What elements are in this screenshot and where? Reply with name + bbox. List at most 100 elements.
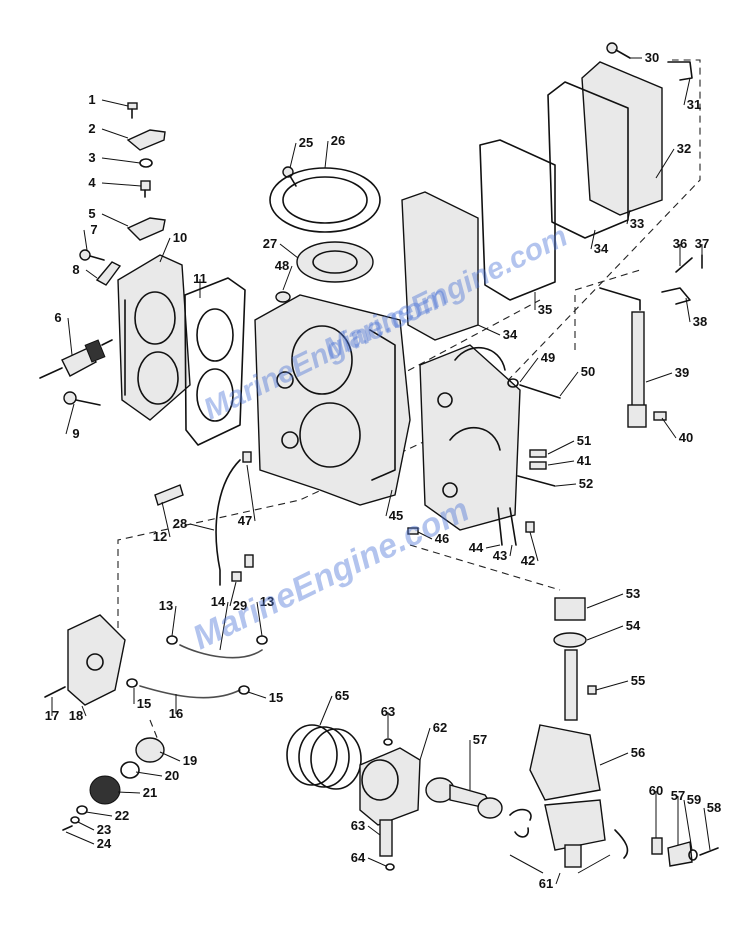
bracket-31: [667, 61, 693, 81]
part-callout-54: 54: [626, 618, 641, 633]
leader-line: [529, 531, 539, 562]
part-callout-53: 53: [626, 586, 640, 601]
hose-16: [139, 685, 241, 699]
leader-line: [67, 317, 73, 356]
dowel-42: [525, 521, 535, 533]
leader-line: [555, 872, 561, 885]
washer-22: [76, 805, 88, 815]
piston-rings-65: [286, 724, 362, 790]
screw-36: [675, 257, 693, 273]
cover-33: [581, 61, 663, 216]
leader-line: [367, 857, 387, 867]
leader-line: [83, 229, 88, 251]
part-callout-5: 5: [88, 206, 95, 221]
clamp-13-right: [256, 635, 268, 645]
screw-24: [62, 825, 73, 831]
leader-line: [279, 243, 299, 259]
leader-line: [485, 544, 501, 549]
key-43: [509, 507, 517, 546]
leader-line: [555, 483, 577, 487]
retainer-63-lower: [385, 863, 395, 871]
washer-59: [688, 849, 698, 861]
part-callout-35: 35: [538, 302, 552, 317]
part-callout-47: 47: [238, 513, 252, 528]
leader-line: [595, 680, 629, 691]
part-callout-23: 23: [97, 822, 111, 837]
part-callout-29: 29: [233, 598, 247, 613]
part-callout-45: 45: [389, 508, 403, 523]
leader-line: [159, 751, 181, 762]
part-callout-60: 60: [649, 783, 663, 798]
bolt-9: [63, 391, 101, 406]
part-callout-26: 26: [331, 133, 345, 148]
crankshaft-56: [529, 649, 606, 868]
leader-line: [65, 831, 95, 845]
leader-line: [101, 128, 129, 139]
leader-line: [683, 799, 693, 851]
part-callout-30: 30: [645, 50, 659, 65]
part-callout-40: 40: [679, 430, 693, 445]
washer-23: [70, 816, 80, 824]
part-callout-56: 56: [631, 745, 645, 760]
hose-28: [215, 459, 241, 586]
leader-line: [289, 142, 297, 169]
part-callout-21: 21: [143, 785, 157, 800]
bolt-52: [517, 475, 556, 487]
leader-line: [101, 99, 129, 107]
gasket-35: [479, 139, 556, 301]
part-callout-20: 20: [165, 768, 179, 783]
gasket-26: [269, 167, 381, 233]
leader-line: [101, 157, 141, 164]
part-callout-33: 33: [630, 216, 644, 231]
part-callout-10: 10: [173, 230, 187, 245]
key-44: [497, 507, 503, 546]
leader-line: [586, 593, 624, 609]
gasket-5: [126, 217, 166, 241]
part-callout-32: 32: [677, 141, 691, 156]
leader-line: [85, 269, 98, 279]
part-callout-3: 3: [88, 150, 95, 165]
plug-48: [275, 291, 291, 303]
part-callout-31: 31: [687, 97, 701, 112]
leader-line: [547, 440, 575, 455]
part-callout-25: 25: [299, 135, 313, 150]
leader-line: [645, 372, 673, 383]
hose-14: [179, 644, 263, 659]
leader-line: [161, 501, 171, 538]
pin-41: [529, 461, 547, 470]
leader-line: [685, 297, 691, 323]
diaphragm-19: [135, 737, 165, 763]
part-callout-65: 65: [335, 688, 349, 703]
part-callout-57: 57: [671, 788, 685, 803]
part-callout-7: 7: [90, 222, 97, 237]
part-callout-12: 12: [153, 529, 167, 544]
leader-line: [367, 825, 381, 836]
leader-line: [65, 403, 75, 435]
clip-8: [95, 261, 122, 286]
leader-line: [319, 695, 333, 726]
washer-3: [139, 158, 153, 168]
part-callout-38: 38: [693, 314, 707, 329]
part-callout-6: 6: [54, 310, 61, 325]
part-callout-39: 39: [675, 365, 689, 380]
part-callout-8: 8: [72, 262, 79, 277]
part-callout-44: 44: [469, 540, 484, 555]
cylinder-block: [254, 294, 411, 506]
part-callout-64: 64: [351, 850, 366, 865]
part-callout-16: 16: [169, 706, 183, 721]
part-callout-61: 61: [539, 876, 553, 891]
bolt-49-50: [507, 378, 561, 399]
fitting-47: [242, 451, 254, 568]
part-callout-50: 50: [581, 364, 595, 379]
leader-line: [599, 752, 629, 766]
gasket-20: [120, 761, 140, 779]
part-callout-34: 34: [503, 327, 518, 342]
leader-line: [419, 727, 431, 761]
leader-line: [189, 523, 215, 531]
cover-21: [89, 775, 121, 805]
leader-line: [324, 140, 329, 169]
leader-line: [703, 807, 711, 851]
bolt-7: [79, 249, 105, 261]
retainer-63-upper: [383, 738, 393, 746]
